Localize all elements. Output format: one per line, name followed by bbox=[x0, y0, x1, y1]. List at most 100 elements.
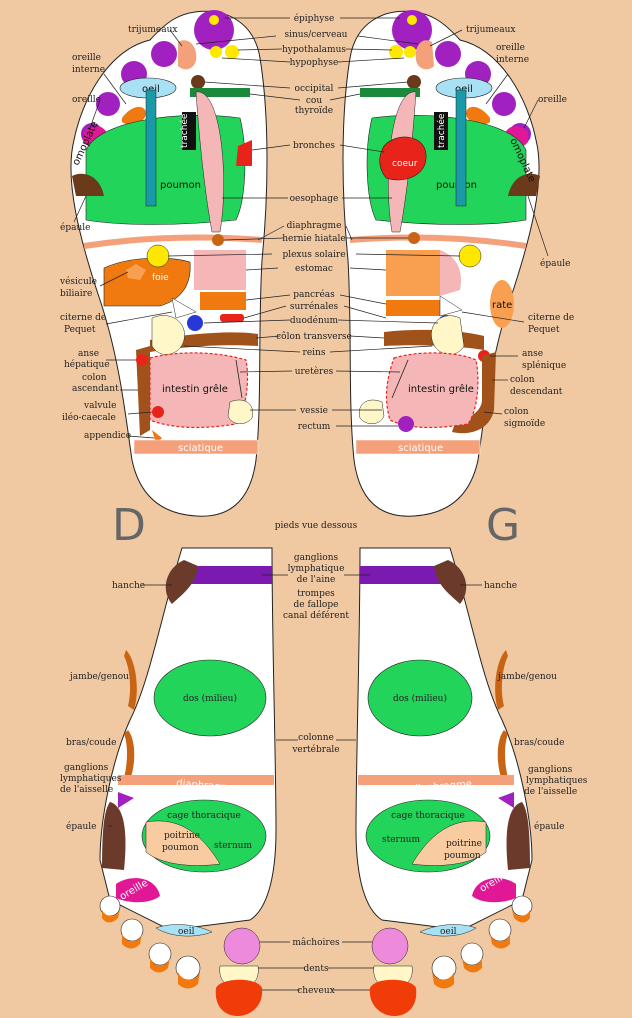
label-l-citerne-2: Pequet bbox=[528, 325, 560, 335]
right-toe4 bbox=[96, 92, 120, 116]
left-oeil-dorsal bbox=[419, 924, 477, 937]
label-l-anse-2: splénique bbox=[522, 360, 566, 371]
label-l-epaule-dorsal: épaule bbox=[534, 821, 564, 832]
label-hernie: hernie hiatale bbox=[282, 234, 346, 244]
right-oeil-dorsal bbox=[155, 924, 213, 937]
label-l-trijumeaux: trijumeaux bbox=[466, 25, 515, 35]
label-rectum: rectum bbox=[298, 422, 331, 432]
right-intestin bbox=[149, 352, 249, 429]
left-hypophyse-dot bbox=[404, 46, 416, 58]
right-toe2 bbox=[151, 41, 177, 67]
right-surrenales bbox=[220, 314, 244, 322]
label-r-hanche: hanche bbox=[112, 581, 145, 591]
left-hanche bbox=[434, 560, 467, 604]
right-citerne bbox=[171, 297, 197, 319]
right-trachee bbox=[182, 112, 196, 150]
label-l-colon-desc-1: colon bbox=[510, 375, 535, 385]
right-pancreas bbox=[200, 292, 246, 310]
label-r-anse-2: hépatique bbox=[64, 359, 110, 370]
left-epaule-dorsal bbox=[506, 802, 530, 870]
right-foot-dorsal: dos (milieu) diaphragme cage thoracique … bbox=[99, 547, 277, 1016]
label-l-epaule: épaule bbox=[540, 258, 570, 269]
left-poitrine-text-1: poitrine bbox=[446, 839, 482, 849]
right-foot-sole: oeil poumon trachée omoplate foie intest… bbox=[70, 10, 268, 517]
left-machoires bbox=[371, 927, 409, 965]
right-hernie bbox=[212, 234, 224, 246]
right-machoires bbox=[223, 927, 261, 965]
label-epiphyse: épiphyse bbox=[294, 13, 335, 24]
label-r-vesicule-1: vésicule bbox=[59, 276, 97, 287]
sole-right-foot-side-labels: trijumeaux oreille interne oreille épaul… bbox=[59, 25, 183, 441]
left-cou-band bbox=[360, 88, 420, 97]
right-valvule bbox=[152, 406, 164, 418]
letter-left-foot: G bbox=[486, 500, 520, 551]
right-ganglions-aisselle bbox=[118, 792, 134, 808]
left-plexus bbox=[458, 244, 482, 268]
label-plexus: plexus solaire bbox=[282, 250, 345, 260]
label-sinus: sinus/cerveau bbox=[285, 30, 348, 40]
label-l-colon-desc-2: descendant bbox=[510, 387, 563, 397]
right-bras bbox=[124, 730, 135, 780]
label-vessie: vessie bbox=[299, 406, 328, 416]
left-toe3-tip bbox=[462, 958, 482, 973]
label-l-hanche: hanche bbox=[484, 581, 517, 591]
label-colonne-2: vertébrale bbox=[291, 744, 339, 755]
right-epiphyse-dot bbox=[209, 15, 219, 25]
label-l-aisselle-1: ganglions bbox=[528, 765, 573, 775]
right-duodenum bbox=[187, 315, 203, 331]
label-reins: reins bbox=[303, 348, 326, 358]
label-r-aisselle-2: lymphatiques bbox=[60, 774, 122, 784]
left-toe4-dorsal bbox=[488, 918, 512, 942]
right-toe2-tip bbox=[178, 972, 200, 989]
right-dos bbox=[153, 659, 267, 737]
right-sciatique-text: sciatique bbox=[178, 443, 223, 454]
label-r-epaule: épaule bbox=[60, 222, 90, 233]
right-poitrine-text-2: poumon bbox=[162, 843, 199, 853]
label-occipital: occipital bbox=[295, 84, 334, 94]
label-r-valvule-2: iléo-caecale bbox=[62, 412, 116, 423]
left-toe2-tip bbox=[432, 972, 454, 989]
label-cou: cou bbox=[306, 96, 322, 106]
label-r-oreille-interne-1: oreille bbox=[72, 53, 101, 63]
label-cheveux: cheveux bbox=[297, 986, 334, 996]
right-epaule bbox=[72, 173, 104, 196]
label-ganglions-aine-2: lymphatique bbox=[288, 564, 345, 574]
right-oreille-interne bbox=[122, 106, 146, 125]
label-r-appendice: appendice bbox=[84, 431, 131, 441]
right-toe3-dorsal bbox=[148, 942, 172, 966]
left-vessie bbox=[358, 399, 385, 424]
left-epiphyse-dot bbox=[407, 15, 417, 25]
left-oreille-dorsal bbox=[472, 878, 516, 903]
right-cou-band bbox=[190, 88, 250, 97]
right-jambe bbox=[124, 650, 137, 710]
right-foie-text: foie bbox=[152, 273, 169, 283]
label-r-trijumeaux: trijumeaux bbox=[128, 25, 177, 35]
left-trijumeaux bbox=[415, 40, 434, 70]
left-dos bbox=[367, 659, 473, 737]
left-coeur-text: coeur bbox=[392, 159, 418, 169]
left-big-toe bbox=[392, 10, 432, 50]
left-rein bbox=[431, 315, 465, 355]
left-poitrine bbox=[411, 820, 487, 866]
left-estomac bbox=[386, 250, 440, 296]
right-teal-bar bbox=[145, 89, 157, 207]
left-sciatique bbox=[355, 439, 481, 455]
label-colon-transverse: côlon transverse bbox=[276, 331, 352, 342]
sole-center-leader-lines bbox=[167, 17, 461, 427]
left-diaphragme-band bbox=[349, 234, 527, 249]
right-hypothalamus-dot bbox=[225, 45, 239, 59]
label-r-colon-1: colon bbox=[82, 373, 107, 383]
label-surrenales: surrénales bbox=[290, 301, 339, 312]
label-pancreas: pancréas bbox=[293, 289, 335, 300]
right-occipital bbox=[191, 75, 205, 89]
right-uretere bbox=[235, 359, 243, 399]
label-bronches: bronches bbox=[293, 141, 335, 151]
dorsal-leader-lines bbox=[108, 574, 482, 991]
right-dos-text: dos (milieu) bbox=[183, 693, 237, 704]
right-poumon-text: poumon bbox=[160, 180, 201, 191]
right-hypophyse-dot bbox=[210, 46, 222, 58]
dorsal-labels: ganglions lymphatique de l'aine trompes … bbox=[60, 553, 588, 996]
right-oreille-dorsal bbox=[116, 878, 160, 903]
label-l-oreille: oreille bbox=[538, 95, 567, 105]
left-sciatique-text: sciatique bbox=[398, 443, 443, 454]
